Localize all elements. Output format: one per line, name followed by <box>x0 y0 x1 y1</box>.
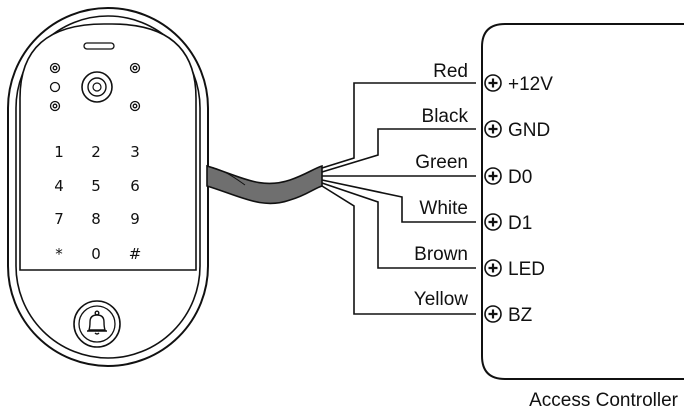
keypad-panel <box>19 23 197 271</box>
key-3[interactable]: 3 <box>130 143 140 161</box>
wire-brown <box>321 182 476 269</box>
doorbell-button[interactable] <box>73 300 121 348</box>
terminal-bz[interactable]: BZ <box>484 305 533 326</box>
camera-icon <box>81 71 113 103</box>
bell-icon <box>87 310 107 335</box>
wire-label-green: Green <box>415 152 468 173</box>
indicator-leds <box>49 62 141 112</box>
terminal-label-bz: BZ <box>508 305 533 326</box>
terminal-led[interactable]: LED <box>484 259 545 280</box>
key-2[interactable]: 2 <box>91 143 101 161</box>
plus-circle-icon <box>484 305 502 323</box>
wire-black <box>321 128 476 173</box>
key-4[interactable]: 4 <box>54 177 64 195</box>
key-1[interactable]: 1 <box>54 143 64 161</box>
wire-label-red: Red <box>433 61 468 82</box>
speaker-slot <box>83 42 115 50</box>
key-hash[interactable]: # <box>129 245 142 263</box>
key-star[interactable]: * <box>55 245 63 263</box>
reader-device: 1 2 3 4 5 6 7 8 9 * 0 # <box>7 7 209 367</box>
wire-label-white: White <box>419 198 468 219</box>
key-7[interactable]: 7 <box>54 210 64 228</box>
key-8[interactable]: 8 <box>91 210 101 228</box>
plus-circle-icon <box>484 213 502 231</box>
wire-label-brown: Brown <box>414 244 468 265</box>
key-5[interactable]: 5 <box>91 177 101 195</box>
wire-red <box>321 82 476 169</box>
terminal-d0[interactable]: D0 <box>484 167 532 188</box>
wire-label-black: Black <box>422 106 469 127</box>
access-controller-caption: Access Controller <box>529 390 679 411</box>
plus-circle-icon <box>484 259 502 277</box>
terminal-label-led: LED <box>508 259 545 280</box>
plus-circle-icon <box>484 120 502 138</box>
plus-circle-icon <box>484 74 502 92</box>
wire-white <box>321 179 476 223</box>
wires <box>321 82 476 315</box>
wire-yellow <box>321 185 476 315</box>
key-9[interactable]: 9 <box>130 210 140 228</box>
key-6[interactable]: 6 <box>130 177 140 195</box>
plus-circle-icon <box>484 167 502 185</box>
wire-labels: Red Black Green White Brown Yellow <box>414 61 469 310</box>
key-0[interactable]: 0 <box>91 245 101 263</box>
keypad-keys: 1 2 3 4 5 6 7 8 9 * 0 # <box>54 143 141 263</box>
terminal-label-12v: +12V <box>508 74 553 95</box>
terminal-label-d1: D1 <box>508 213 532 234</box>
ribbon-cable-fold <box>206 165 246 186</box>
terminal-label-gnd: GND <box>508 120 550 141</box>
terminal-12v[interactable]: +12V <box>484 74 553 95</box>
terminal-gnd[interactable]: GND <box>484 120 550 141</box>
access-controller-box <box>481 23 684 380</box>
terminal-d1[interactable]: D1 <box>484 213 532 234</box>
wire-label-yellow: Yellow <box>414 289 469 310</box>
terminals: +12V GND D0 D1 <box>484 74 553 326</box>
terminal-label-d0: D0 <box>508 167 532 188</box>
